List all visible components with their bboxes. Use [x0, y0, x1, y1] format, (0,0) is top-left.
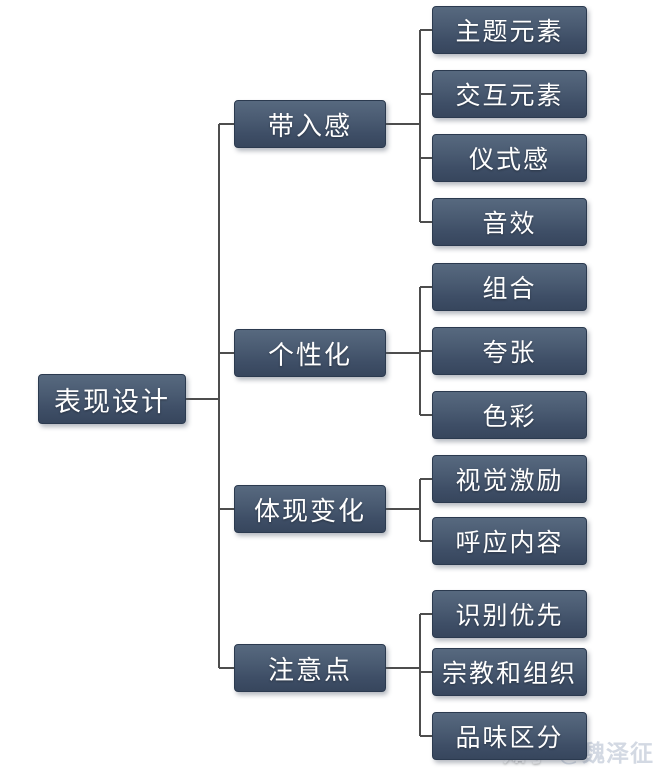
- leaf-node: 呼应内容: [432, 517, 587, 565]
- branch-node: 带入感: [234, 100, 386, 148]
- leaf-node: 交互元素: [432, 70, 587, 118]
- leaf-node: 品味区分: [432, 712, 587, 760]
- branch-node: 注意点: [234, 644, 386, 692]
- branch-node: 体现变化: [234, 485, 386, 533]
- root-node: 表现设计: [38, 374, 186, 424]
- leaf-node: 视觉激励: [432, 455, 587, 503]
- leaf-node: 组合: [432, 263, 587, 311]
- leaf-node: 色彩: [432, 391, 587, 439]
- leaf-node: 宗教和组织: [432, 648, 587, 696]
- leaf-node: 音效: [432, 198, 587, 246]
- leaf-node: 主题元素: [432, 6, 587, 54]
- leaf-node: 识别优先: [432, 590, 587, 638]
- leaf-node: 仪式感: [432, 134, 587, 182]
- leaf-node: 夸张: [432, 327, 587, 375]
- branch-node: 个性化: [234, 329, 386, 377]
